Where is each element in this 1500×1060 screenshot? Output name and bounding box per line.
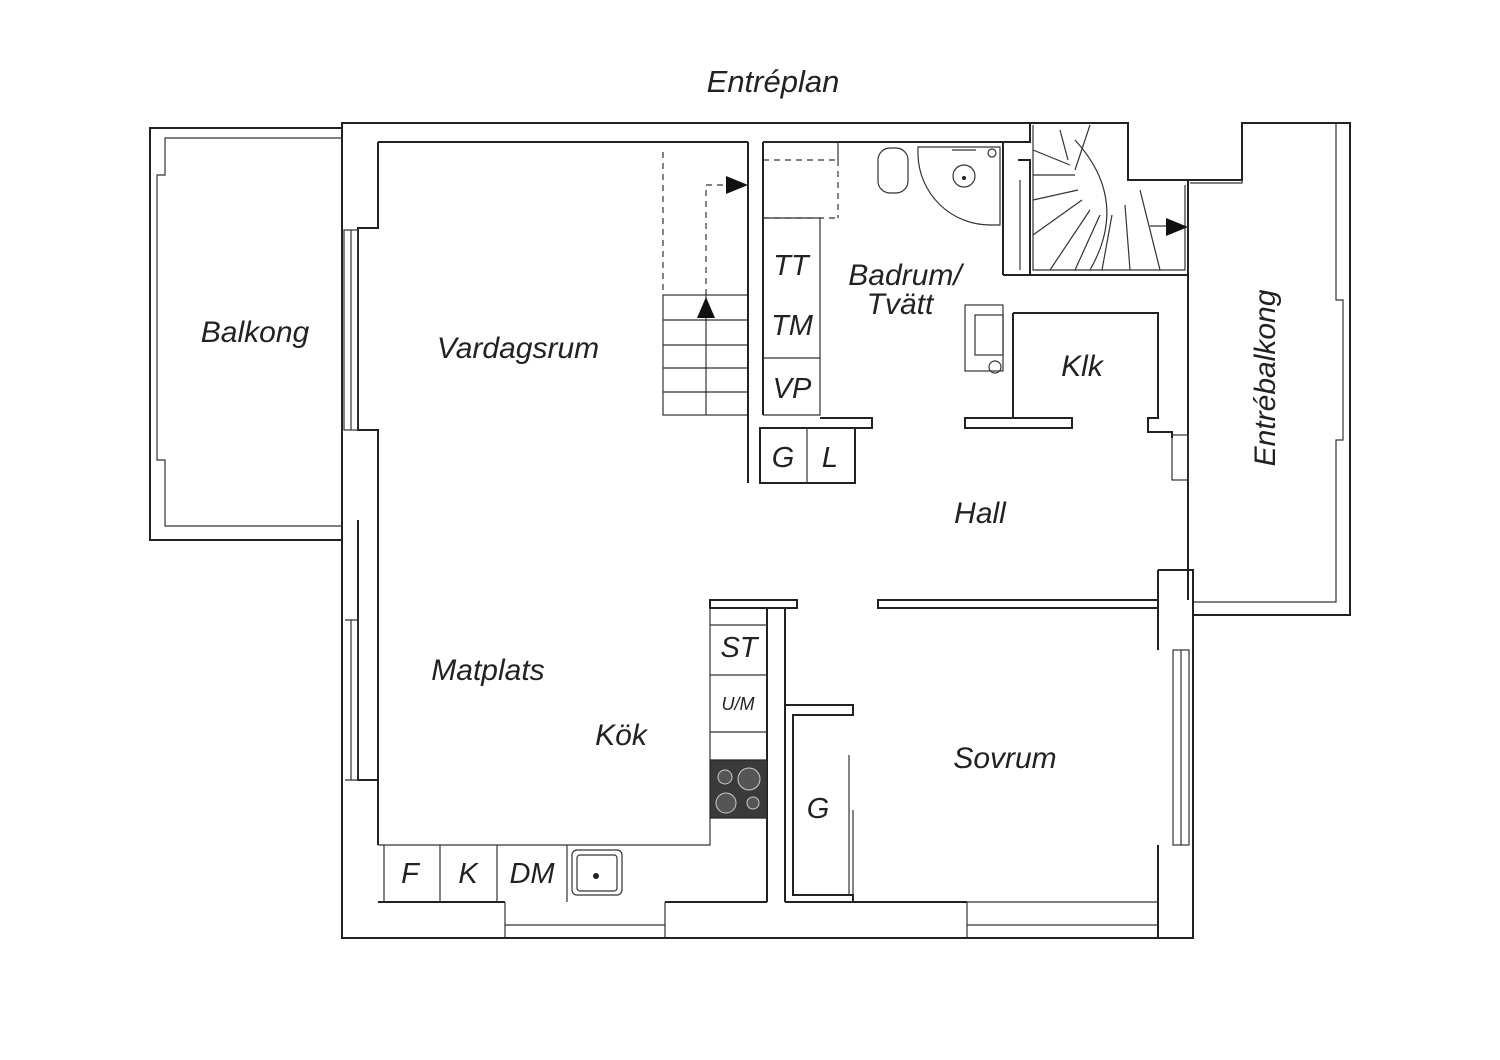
interior-walls (345, 569, 1194, 938)
label-klk: Klk (1061, 350, 1105, 383)
label-badrum-2: Tvätt (867, 288, 935, 321)
stair-arrow-icon (726, 176, 748, 194)
label-um: U/M (722, 694, 755, 714)
sink-icon (571, 849, 623, 896)
label-g-hall: G (772, 442, 795, 474)
label-dm: DM (509, 858, 555, 890)
bathroom-walls (747, 123, 1073, 484)
label-balkong: Balkong (201, 316, 310, 349)
label-tm: TM (771, 310, 814, 342)
stair-arrow-icon (697, 297, 715, 318)
balkong-area (149, 127, 359, 541)
label-tt: TT (773, 250, 811, 282)
label-l-hall: L (822, 442, 838, 474)
klk-walls (1003, 274, 1188, 438)
kitchen (378, 608, 768, 902)
label-k: K (458, 858, 479, 890)
plan-title: Entréplan (707, 64, 840, 99)
label-vp: VP (773, 373, 812, 405)
entrebalkong-area (1127, 122, 1351, 616)
label-st: ST (720, 632, 759, 664)
label-vardagsrum: Vardagsrum (437, 332, 599, 365)
label-g-sovrum: G (807, 793, 830, 825)
label-f: F (401, 858, 421, 890)
label-sovrum: Sovrum (953, 742, 1056, 775)
stair-arrow-icon (1166, 218, 1188, 236)
label-hall: Hall (954, 497, 1007, 530)
stairs-living (662, 152, 749, 416)
label-badrum-1: Badrum/ (848, 259, 964, 292)
label-entrebalkong: Entrébalkong (1249, 289, 1282, 466)
stairs-entry (1019, 124, 1188, 271)
label-matplats: Matplats (431, 654, 544, 687)
label-kok: Kök (595, 719, 649, 752)
